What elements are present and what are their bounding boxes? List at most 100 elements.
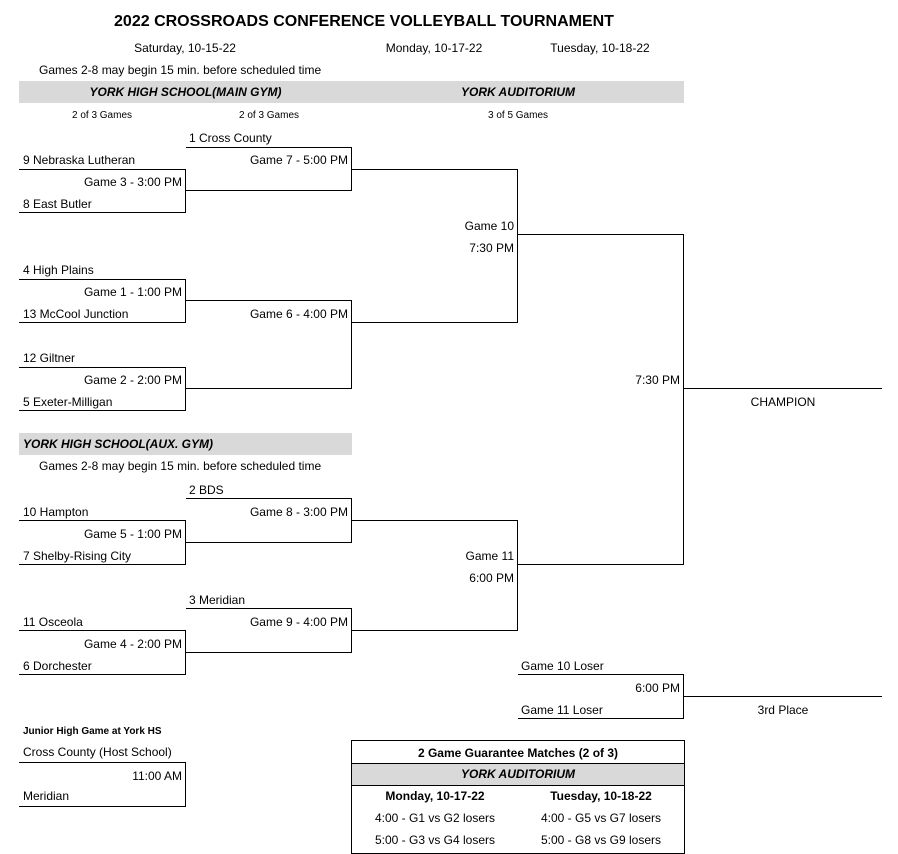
line (352, 322, 518, 323)
line (518, 564, 684, 565)
team-5: 5 Exeter-Milligan (23, 395, 113, 409)
format-col1: 2 of 3 Games (71, 110, 133, 121)
line (19, 762, 186, 763)
line (19, 564, 186, 565)
team-3: 3 Meridian (189, 593, 246, 607)
team-13: 13 McCool Junction (23, 307, 129, 321)
line (518, 234, 684, 235)
team-4: 4 High Plains (23, 263, 94, 277)
page-title: 2022 CROSSROADS CONFERENCE VOLLEYBALL TO… (114, 13, 614, 30)
game-4: Game 4 - 2:00 PM (83, 637, 182, 651)
game-9: Game 9 - 4:00 PM (249, 615, 348, 629)
game-5: Game 5 - 1:00 PM (83, 527, 182, 541)
line (185, 169, 186, 213)
line (19, 806, 186, 807)
junior-team-b: Meridian (23, 789, 70, 803)
game-10-loser: Game 10 Loser (521, 659, 604, 673)
line (186, 608, 352, 609)
game-11-time: 6:00 PM (469, 571, 514, 585)
line (684, 696, 882, 697)
guarantee-venue: YORK AUDITORIUM (461, 767, 575, 781)
line (518, 674, 684, 675)
team-8: 8 East Butler (23, 197, 92, 211)
line (19, 279, 186, 280)
line (19, 212, 186, 213)
junior-high-title: Junior High Game at York HS (23, 726, 162, 737)
format-col3: 3 of 5 Games (487, 110, 549, 121)
game-6: Game 6 - 4:00 PM (249, 307, 348, 321)
team-1: 1 Cross County (189, 131, 272, 145)
game-10: Game 10 (464, 219, 514, 233)
game-3: Game 3 - 3:00 PM (83, 175, 182, 189)
line (186, 300, 352, 301)
line (517, 169, 518, 323)
date-monday: Monday, 10-17-22 (385, 41, 483, 55)
team-11: 11 Osceola (23, 615, 83, 629)
line (351, 608, 352, 652)
line (186, 498, 352, 499)
line (185, 520, 186, 564)
line (186, 652, 352, 653)
guarantee-mon-row: 5:00 - G3 vs G4 losers (374, 833, 496, 847)
guarantee-tue-row: 4:00 - G5 vs G7 losers (540, 811, 662, 825)
guarantee-monday: Monday, 10-17-22 (385, 789, 485, 803)
guarantee-mon-row: 4:00 - G1 vs G2 losers (374, 811, 496, 825)
junior-team-a: Cross County (Host School) (23, 745, 172, 759)
venue-band (19, 81, 684, 103)
line (19, 410, 186, 411)
guarantee-title: 2 Game Guarantee Matches (2 of 3) (417, 746, 619, 760)
venue-aux-gym: YORK HIGH SCHOOL(AUX. GYM) (23, 437, 214, 451)
final-time: 7:30 PM (635, 373, 680, 387)
team-6: 6 Dorchester (23, 659, 92, 673)
line (186, 147, 352, 148)
guarantee-venue-band (352, 763, 684, 785)
line (352, 785, 684, 786)
third-time: 6:00 PM (635, 681, 680, 695)
line (683, 674, 684, 718)
aux-venue-band (19, 433, 352, 455)
game-8: Game 8 - 3:00 PM (249, 505, 348, 519)
line (19, 367, 186, 368)
line (352, 763, 684, 764)
team-7: 7 Shelby-Rising City (23, 549, 132, 563)
line (683, 234, 684, 564)
game-10-time: 7:30 PM (469, 241, 514, 255)
game-11-loser: Game 11 Loser (521, 703, 603, 717)
line (185, 762, 186, 806)
line (352, 520, 518, 521)
date-saturday: Saturday, 10-15-22 (134, 41, 236, 55)
line (186, 190, 352, 191)
line (19, 520, 186, 521)
line (185, 367, 186, 411)
line (518, 718, 684, 719)
format-col2: 2 of 3 Games (238, 110, 300, 121)
game-11: Game 11 (465, 549, 514, 563)
schedule-note: Games 2-8 may begin 15 min. before sched… (39, 63, 322, 77)
line (351, 300, 352, 388)
venue-main-gym: YORK HIGH SCHOOL(MAIN GYM) (89, 85, 282, 99)
game-2: Game 2 - 2:00 PM (83, 373, 182, 387)
team-2: 2 BDS (189, 483, 224, 497)
line (352, 630, 518, 631)
guarantee-tuesday: Tuesday, 10-18-22 (550, 789, 652, 803)
line (186, 388, 352, 389)
line (351, 498, 352, 542)
line (684, 388, 882, 389)
team-10: 10 Hampton (23, 505, 89, 519)
team-12: 12 Giltner (23, 351, 76, 365)
venue-auditorium: YORK AUDITORIUM (461, 85, 575, 99)
line (351, 147, 352, 191)
line (19, 169, 186, 170)
line (186, 542, 352, 543)
line (352, 169, 518, 170)
champion-label: CHAMPION (750, 395, 816, 409)
line (19, 630, 186, 631)
schedule-note-aux: Games 2-8 may begin 15 min. before sched… (39, 459, 322, 473)
team-9: 9 Nebraska Lutheran (23, 153, 136, 167)
date-tuesday: Tuesday, 10-18-22 (550, 41, 650, 55)
third-place-label: 3rd Place (757, 703, 809, 717)
game-7: Game 7 - 5:00 PM (249, 153, 348, 167)
line (185, 279, 186, 323)
game-1: Game 1 - 1:00 PM (83, 285, 182, 299)
line (19, 322, 186, 323)
